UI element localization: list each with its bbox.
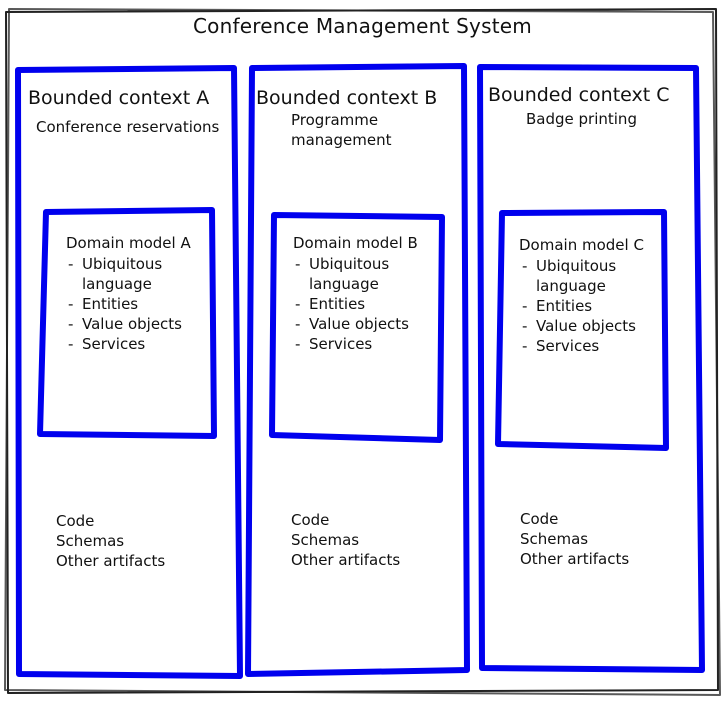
context-c-artifacts: Code Schemas Other artifacts xyxy=(520,509,629,569)
list-item: Code xyxy=(291,511,330,529)
list-item: Other artifacts xyxy=(520,550,630,568)
domain-model-c-title: Domain model C xyxy=(519,236,644,254)
list-item: Services xyxy=(520,336,636,356)
context-a-subtitle: Conference reservations xyxy=(36,118,220,136)
context-b-title: Bounded context B xyxy=(256,87,438,109)
domain-model-box-b xyxy=(269,212,445,443)
domain-model-a-title: Domain model A xyxy=(66,234,191,252)
context-a-artifacts: Code Schemas Other artifacts xyxy=(56,511,165,571)
list-item: Value objects xyxy=(293,314,409,334)
list-item: Entities xyxy=(520,296,636,316)
domain-model-b-title: Domain model B xyxy=(293,234,418,252)
list-item: Services xyxy=(293,334,409,354)
list-item: Code xyxy=(56,512,95,530)
list-item: Schemas xyxy=(520,530,589,548)
list-item: Other artifacts xyxy=(291,551,401,569)
list-item: Value objects xyxy=(66,314,182,334)
context-a-title: Bounded context A xyxy=(28,87,210,109)
context-b-subtitle: Programme management xyxy=(291,111,392,149)
list-item: Value objects xyxy=(520,316,636,336)
context-box-c xyxy=(477,64,705,673)
list-item: Services xyxy=(66,334,182,354)
system-boundary xyxy=(4,8,721,696)
context-box-a xyxy=(15,65,243,679)
context-c-subtitle: Badge printing xyxy=(526,110,637,128)
list-item: Entities xyxy=(293,294,409,314)
list-item: Schemas xyxy=(56,532,125,550)
list-item: Code xyxy=(520,510,559,528)
list-item: Schemas xyxy=(291,531,360,549)
domain-model-box-c xyxy=(495,209,669,451)
domain-model-box-a xyxy=(37,207,217,439)
system-title: Conference Management System xyxy=(193,14,532,38)
list-item: Entities xyxy=(66,294,182,314)
context-box-b xyxy=(245,63,470,677)
list-item: Other artifacts xyxy=(56,552,166,570)
context-b-artifacts: Code Schemas Other artifacts xyxy=(291,510,400,570)
context-c-title: Bounded context C xyxy=(488,84,670,106)
